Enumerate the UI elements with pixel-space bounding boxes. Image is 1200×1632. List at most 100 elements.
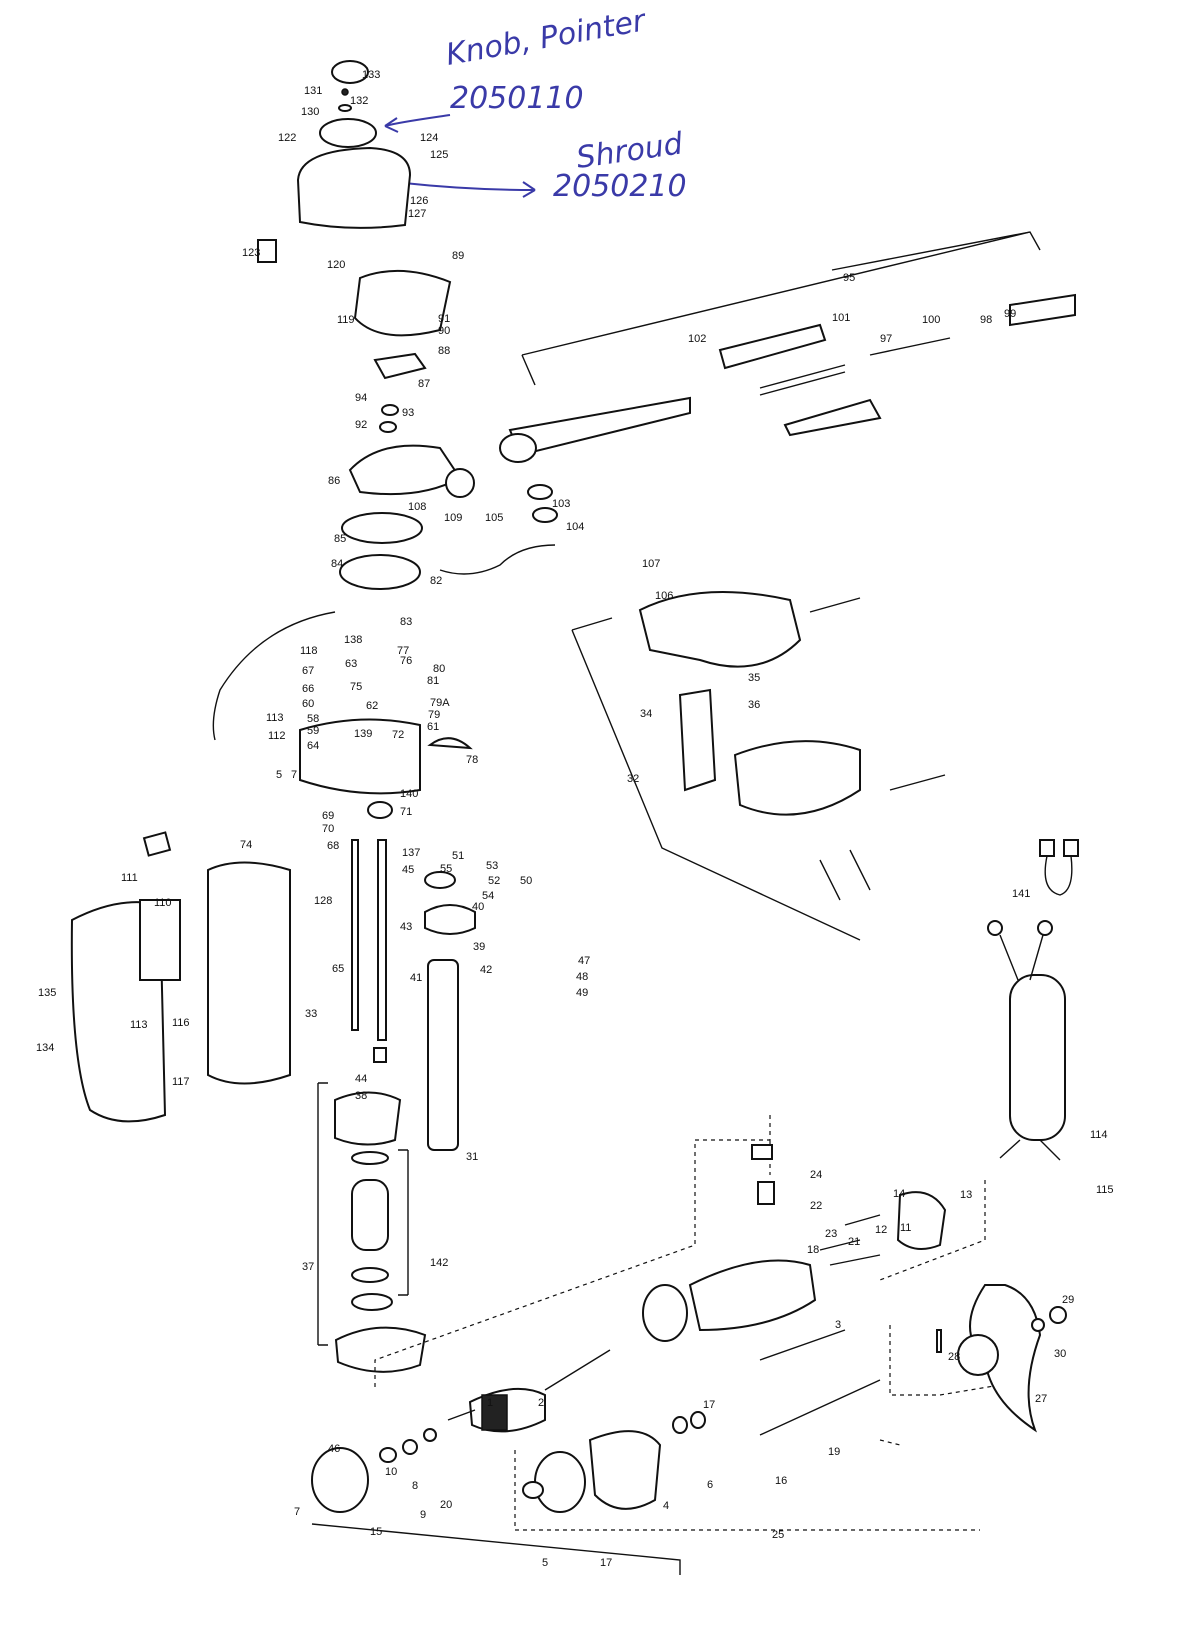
part-number-label: 50: [520, 875, 532, 887]
part-number-label: 118: [300, 645, 318, 657]
top-housing-part: [353, 269, 452, 337]
decal-part: [257, 239, 277, 263]
lower-bracket-assembly: [317, 1082, 427, 1373]
motor-housing-part: [688, 1259, 817, 1332]
armature-core-part: [481, 1394, 508, 1431]
spring-part: [367, 801, 393, 819]
brush-plate-part: [896, 1191, 947, 1250]
bracket-group-line: [398, 1149, 409, 1296]
washer-part: [423, 1428, 437, 1442]
part-number-label: 49: [576, 987, 588, 999]
part-number-label: 77: [397, 645, 409, 657]
part-number-label: 79A: [430, 697, 450, 709]
part-number-label: 40: [472, 901, 484, 913]
part-number-label: 102: [688, 333, 706, 345]
part-number-label: 43: [400, 921, 412, 933]
terminal-part: [1063, 839, 1079, 857]
armature-shaft-line: [447, 1349, 611, 1421]
washer-part: [532, 507, 558, 523]
part-number-label: 5: [276, 769, 282, 781]
part-number-label: 124: [420, 132, 438, 144]
nose-cone-part: [588, 1430, 662, 1510]
part-number-label: 61: [427, 721, 439, 733]
cable-part: [212, 611, 336, 741]
part-number-label: 52: [488, 875, 500, 887]
bracket-group-line: [571, 617, 861, 941]
seal-part: [751, 1144, 773, 1160]
part-number-label: 115: [1096, 1184, 1114, 1196]
lower-unit-assembly: [311, 1115, 1067, 1575]
part-number-label: 39: [473, 941, 485, 953]
nose-group-dash: [514, 1439, 980, 1531]
part-number-label: 126: [410, 195, 428, 207]
part-number-label: 5: [542, 1557, 548, 1569]
part-number-label: 78: [466, 754, 478, 766]
washer-part: [527, 484, 553, 500]
annotation-arrowhead: [522, 181, 536, 198]
collar-part: [424, 904, 476, 935]
part-number-label: 89: [452, 250, 464, 262]
part-number-label: 108: [408, 501, 426, 513]
annotation-knob-pointer-name: Knob, Pointer: [443, 3, 649, 73]
part-number-label: 30: [1054, 1348, 1066, 1360]
part-number-label: 100: [922, 314, 940, 326]
part-number-label: 8: [412, 1480, 418, 1492]
drive-pin-part: [936, 1329, 942, 1353]
composite-shaft-part: [427, 959, 459, 1151]
part-number-label: 21: [848, 1236, 860, 1248]
tiller-grip-part: [1009, 293, 1076, 327]
part-number-label: 88: [438, 345, 450, 357]
side-plate-part: [678, 688, 717, 792]
part-number-label: 110: [154, 897, 172, 909]
part-number-label: 113: [266, 712, 284, 724]
part-number-label: 134: [36, 1042, 54, 1054]
plate-part: [339, 554, 421, 590]
part-number-label: 140: [400, 788, 418, 800]
part-number-label: 81: [427, 675, 439, 687]
part-number-label: 7: [294, 1506, 300, 1518]
part-number-label: 84: [331, 558, 343, 570]
part-number-label: 139: [354, 728, 372, 740]
motor-control-board-part: [299, 718, 421, 795]
part-number-label: 128: [314, 895, 332, 907]
part-number-label: 116: [172, 1017, 190, 1029]
part-number-label: 9: [420, 1509, 426, 1521]
part-number-label: 69: [322, 810, 334, 822]
part-number-label: 109: [444, 512, 462, 524]
tiller-extension-part: [783, 398, 882, 437]
part-number-label: 141: [1012, 888, 1030, 900]
part-number-label: 65: [332, 963, 344, 975]
part-number-label: 2: [538, 1397, 544, 1409]
part-number-label: 133: [362, 69, 380, 81]
part-number-label: 6: [707, 1479, 713, 1491]
baseline-line: [311, 1523, 681, 1575]
part-number-label: 119: [337, 314, 355, 326]
collar-part: [424, 871, 456, 889]
head-assembly: [212, 60, 556, 819]
housing-part: [207, 861, 291, 1085]
annotation-knob-pointer-number: 2050110: [450, 81, 584, 116]
part-number-label: 17: [703, 1399, 715, 1411]
shaft-part: [377, 839, 387, 1041]
part-number-label: 54: [482, 890, 494, 902]
annotation-shroud: Shroud 2050210: [403, 126, 687, 204]
part-number-label: 94: [355, 392, 367, 404]
part-number-label: 130: [301, 106, 319, 118]
spring-line: [809, 597, 946, 791]
part-number-label: 85: [334, 533, 346, 545]
nut-part: [1049, 1306, 1067, 1324]
part-number-label: 103: [552, 498, 570, 510]
part-number-label: 104: [566, 521, 584, 533]
part-number-label: 91: [438, 313, 450, 325]
part-number-label: 20: [440, 1499, 452, 1511]
mount-bracket-part: [638, 591, 802, 668]
part-number-label: 113: [130, 1019, 148, 1031]
annotation-knob-pointer: Knob, Pointer 2050110: [384, 3, 649, 133]
part-number-label: 107: [642, 558, 660, 570]
annotation-shroud-number: 2050210: [553, 169, 687, 204]
part-number-label: 31: [466, 1151, 478, 1163]
part-number-label: 132: [350, 95, 368, 107]
washer-part: [381, 404, 399, 416]
